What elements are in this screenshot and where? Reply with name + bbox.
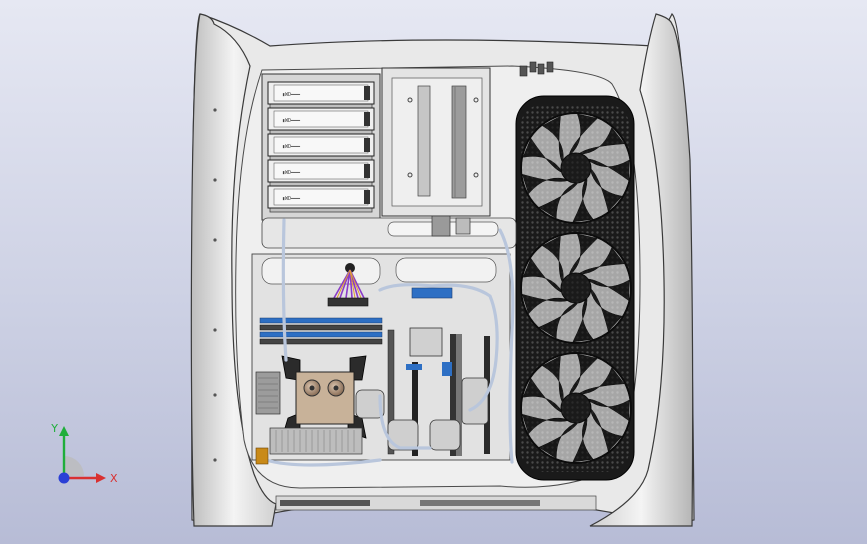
coordinate-triad: Y X (50, 422, 118, 485)
vrm-heatsink (255, 371, 363, 455)
fans[interactable] (520, 112, 632, 464)
drive-bay[interactable]: ▮WD━━━ (267, 185, 375, 209)
optical-bay (381, 67, 491, 217)
drive-bay[interactable]: ▮WD━━━ (267, 133, 375, 157)
x-axis-label: X (110, 472, 118, 485)
drive-bay-label: ▮WD━━━ (282, 170, 301, 176)
fan[interactable] (520, 352, 632, 464)
drive-bay-label: ▮WD━━━ (282, 118, 301, 124)
drive-bay[interactable]: ▮WD━━━ (267, 81, 375, 105)
drive-bays[interactable]: ▮WD━━━ ▮WD━━━ ▮WD━━━ ▮WD━━━ ▮WD━━━ (267, 81, 375, 209)
left-side-panel (190, 13, 277, 527)
drive-bay-label: ▮WD━━━ (282, 196, 301, 202)
atx-power-cable[interactable] (327, 263, 369, 307)
drive-bay-label: ▮WD━━━ (282, 92, 301, 98)
left-panel-screws (213, 108, 217, 462)
drive-bay-label: ▮WD━━━ (282, 144, 301, 150)
y-axis-label: Y (50, 422, 58, 435)
fan-header-connector[interactable] (255, 447, 269, 465)
fan[interactable] (520, 112, 632, 224)
drive-bay[interactable]: ▮WD━━━ (267, 107, 375, 131)
pump-reservoir[interactable] (355, 377, 489, 451)
top-io-connectors[interactable] (519, 61, 554, 77)
tube-fittings (411, 287, 453, 299)
bottom-vent (275, 495, 597, 511)
fan[interactable] (520, 232, 632, 344)
mid-shelf (261, 215, 517, 249)
cpu-water-block[interactable] (281, 355, 367, 439)
water-tubing (264, 218, 515, 467)
right-side-panel (589, 13, 694, 527)
drive-bay[interactable]: ▮WD━━━ (267, 159, 375, 183)
ram-slots[interactable] (259, 317, 383, 345)
